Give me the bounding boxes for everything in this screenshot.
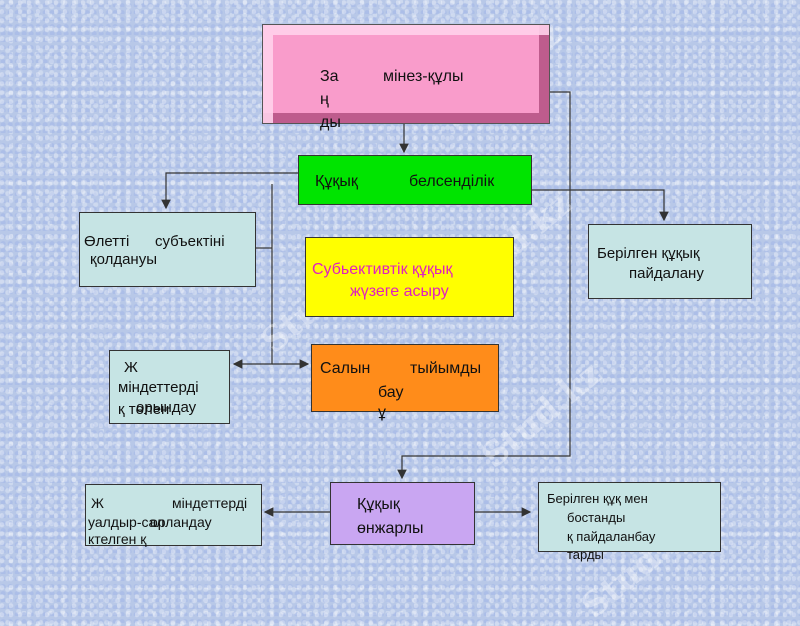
top-label-3: ды bbox=[320, 114, 341, 131]
top-label-1a: За bbox=[320, 68, 339, 85]
left-bottom-label-1b: міндеттерді bbox=[172, 495, 248, 511]
right-bottom-label-4: тарды bbox=[567, 547, 604, 562]
arrow-activity-to-used bbox=[532, 189, 669, 222]
duties-label-2: міндеттерді bbox=[118, 379, 199, 396]
prohib-label-1a: Салын bbox=[320, 360, 371, 377]
optional-label-2: қолдануы bbox=[90, 251, 157, 268]
behavior-box: За мінез-құлы ң ды bbox=[262, 24, 550, 131]
lawful-box: Құқық өнжарлы bbox=[330, 482, 475, 545]
optional-subject-box: Өлетті субъектіні қолдануы bbox=[79, 212, 256, 287]
left-bottom-label-1a: Ж bbox=[91, 495, 104, 511]
used-rights-box: Берілген құқық пайдалану bbox=[588, 224, 752, 299]
unused-rights-box: Берілген құқ мен бостанды қ пайдаланбау … bbox=[538, 482, 721, 562]
optional-label-1a: Өлетті bbox=[84, 233, 130, 250]
left-bottom-label-3: ктелген қ bbox=[88, 531, 147, 547]
prohibitions-box: Салын тыйымды бау ұ bbox=[311, 344, 499, 421]
arrow-top-to-lawful bbox=[397, 91, 571, 480]
lawful-label-1: Құқық bbox=[357, 496, 400, 513]
connector-layer bbox=[161, 91, 669, 517]
duties-label-1: Ж bbox=[124, 359, 138, 376]
lawful-label-2: өнжарлы bbox=[357, 520, 424, 537]
arrow-activity-to-optional bbox=[161, 172, 298, 210]
subjective-label-2: жүзеге асыру bbox=[350, 283, 449, 300]
subjective-right-box: Субьективтік құқық жүзеге асыру bbox=[305, 237, 514, 317]
optional-label-1b: субъектіні bbox=[155, 233, 225, 250]
prohib-label-1b: тыйымды bbox=[410, 360, 482, 377]
legal-activity-box: Құқық белсенділік bbox=[298, 155, 532, 205]
duties-label-4: қ төлен bbox=[118, 401, 170, 418]
unfulfilled-duties-box: Ж міндеттерді уалдыр-сал орландау ктелге… bbox=[85, 484, 262, 547]
left-bottom-label-2: уалдыр-сал bbox=[88, 514, 165, 530]
duties-label-3: орындау bbox=[136, 399, 197, 416]
used-label-1: Берілген құқық bbox=[597, 245, 700, 262]
activity-label-b: белсенділік bbox=[409, 173, 495, 190]
subjective-label-1: Субьективтік құқық bbox=[312, 261, 453, 278]
right-bottom-label-2: бостанды bbox=[567, 510, 626, 525]
top-label-1b: мінез-құлы bbox=[383, 68, 464, 85]
prohib-label-3: ұ bbox=[378, 404, 386, 421]
right-bottom-label-1: Берілген құқ мен bbox=[547, 491, 648, 506]
activity-label-a: Құқық bbox=[315, 173, 358, 190]
prohib-label-2: бау bbox=[378, 384, 404, 401]
left-bottom-label-2b: орландау bbox=[150, 514, 212, 530]
right-bottom-label-3: қ пайдаланбау bbox=[567, 529, 656, 544]
top-label-2: ң bbox=[320, 91, 329, 108]
used-label-2: пайдалану bbox=[629, 265, 704, 282]
duties-box: Ж міндеттерді орындау қ төлен bbox=[109, 350, 230, 424]
